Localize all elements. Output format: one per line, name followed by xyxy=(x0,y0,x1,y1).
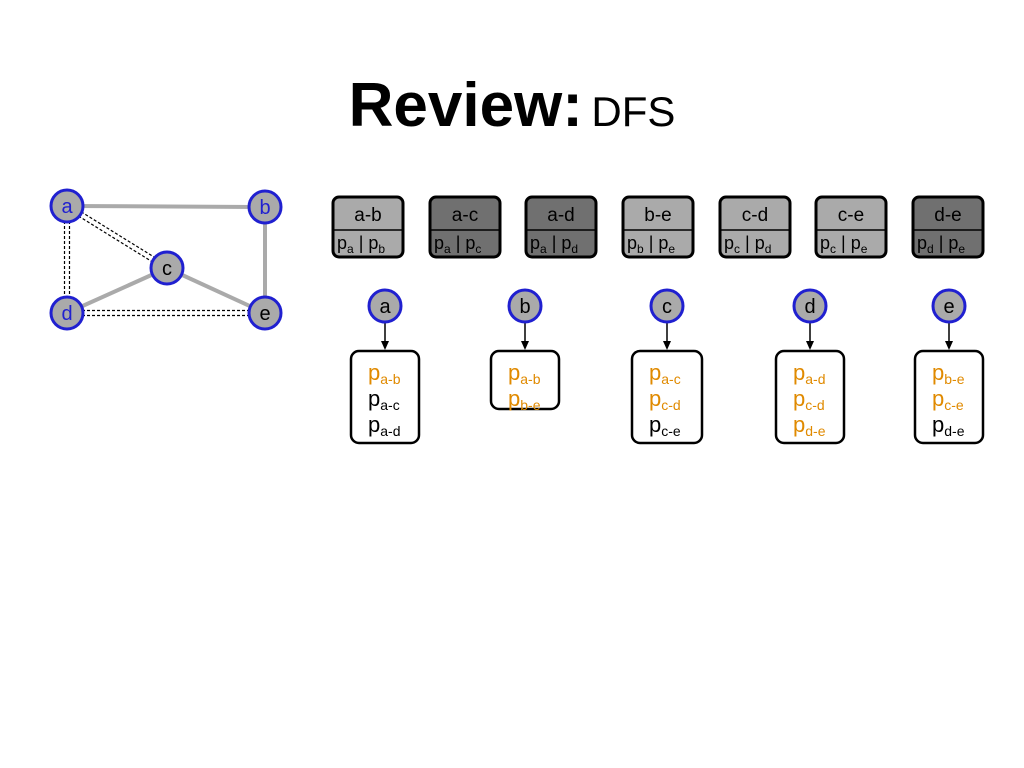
vertex-list-entry: pc-e xyxy=(649,412,681,439)
vertex-list-a: a pa-bpa-cpa-d xyxy=(349,288,421,445)
edge-box-d-e: d-e pd | pe xyxy=(911,195,985,259)
vertex-list-c: c pa-cpc-dpc-e xyxy=(630,288,704,445)
slide-title: Review: DFS xyxy=(0,70,1024,141)
graph-edges xyxy=(63,203,267,317)
vertex-list-node-label: b xyxy=(519,296,530,318)
vertex-list-entry: pb-e xyxy=(932,360,965,387)
vertex-list-entry: pa-d xyxy=(368,412,400,439)
edge-box-label: a-d xyxy=(547,205,574,226)
edge-box-label: c-d xyxy=(742,205,768,226)
graph-node-label: c xyxy=(162,258,172,280)
vertex-list-entry: pd-e xyxy=(793,412,826,439)
vertex-list-entry: pd-e xyxy=(932,412,965,439)
edge-box-endpoints: pc | pe xyxy=(820,233,868,256)
edge-box-endpoints: pa | pc xyxy=(434,233,481,256)
edge-box-label: a-c xyxy=(452,205,478,226)
vertex-list-entry: pa-c xyxy=(368,386,400,413)
edge-box-b-e: b-e pb | pe xyxy=(621,195,695,259)
graph-node-c: c xyxy=(149,250,185,286)
vertex-list-node-label: d xyxy=(804,296,815,318)
graph-node-label: d xyxy=(61,303,72,325)
vertex-list-entry: pc-e xyxy=(932,386,964,413)
vertex-list-d: d pa-dpc-dpd-e xyxy=(774,288,846,445)
vertex-list-entry: pb-e xyxy=(508,386,541,413)
vertex-list-entry: pc-d xyxy=(649,386,681,413)
graph-node-label: e xyxy=(259,303,270,325)
edge-boxes: a-b pa | pb a-c pa | pc a-d pa | pd b-e pb | pe… xyxy=(331,195,985,259)
graph-node-e: e xyxy=(247,295,283,331)
edge-box-a-c: a-c pa | pc xyxy=(428,195,502,259)
edge-box-c-d: c-d pc | pd xyxy=(718,195,792,259)
graph-node-a: a xyxy=(49,188,85,224)
vertex-list-node-label: c xyxy=(662,296,672,318)
graph-node-b: b xyxy=(247,189,283,225)
edge-a-b xyxy=(66,204,266,209)
graph-node-label: b xyxy=(259,197,270,219)
edge-d-e xyxy=(67,309,265,317)
graph-nodes: a b c d e xyxy=(49,188,283,331)
edge-box-a-d: a-d pa | pd xyxy=(524,195,598,259)
edge-c-e xyxy=(166,266,266,315)
vertex-list-node-label: a xyxy=(379,296,391,318)
edge-c-d xyxy=(66,266,168,315)
edge-box-endpoints: pc | pd xyxy=(724,233,771,256)
graph-node-label: a xyxy=(61,196,73,218)
vertex-list-b: b pa-bpb-e xyxy=(489,288,561,413)
edge-box-endpoints: pa | pd xyxy=(530,233,578,256)
edge-box-endpoints: pa | pb xyxy=(337,233,385,256)
title-main: Review: xyxy=(348,71,583,140)
edge-box-label: d-e xyxy=(934,205,961,226)
vertex-list-entry: pa-c xyxy=(649,360,681,387)
vertex-lists: apa-bpa-cpa-dbpa-bpb-ecpa-cpc-dpc-edpa-d… xyxy=(349,288,985,445)
edge-box-label: a-b xyxy=(354,205,381,226)
graph-node-d: d xyxy=(49,295,85,331)
vertex-list-entry: pa-d xyxy=(793,360,825,387)
edge-box-endpoints: pd | pe xyxy=(917,233,965,256)
vertex-list-entry: pa-b xyxy=(508,360,541,387)
vertex-list-e: e pb-epc-epd-e xyxy=(913,288,985,445)
edge-box-label: b-e xyxy=(644,205,671,226)
edge-a-d xyxy=(63,206,71,313)
vertex-list-entry: pc-d xyxy=(793,386,825,413)
edge-box-endpoints: pb | pe xyxy=(627,233,675,256)
vertex-list-node-label: e xyxy=(943,296,954,318)
edge-box-c-e: c-e pc | pe xyxy=(814,195,888,259)
title-sub: DFS xyxy=(591,88,676,135)
vertex-list-entry: pa-b xyxy=(368,360,401,387)
edge-box-label: c-e xyxy=(838,205,864,226)
edge-box-a-b: a-b pa | pb xyxy=(331,195,405,259)
